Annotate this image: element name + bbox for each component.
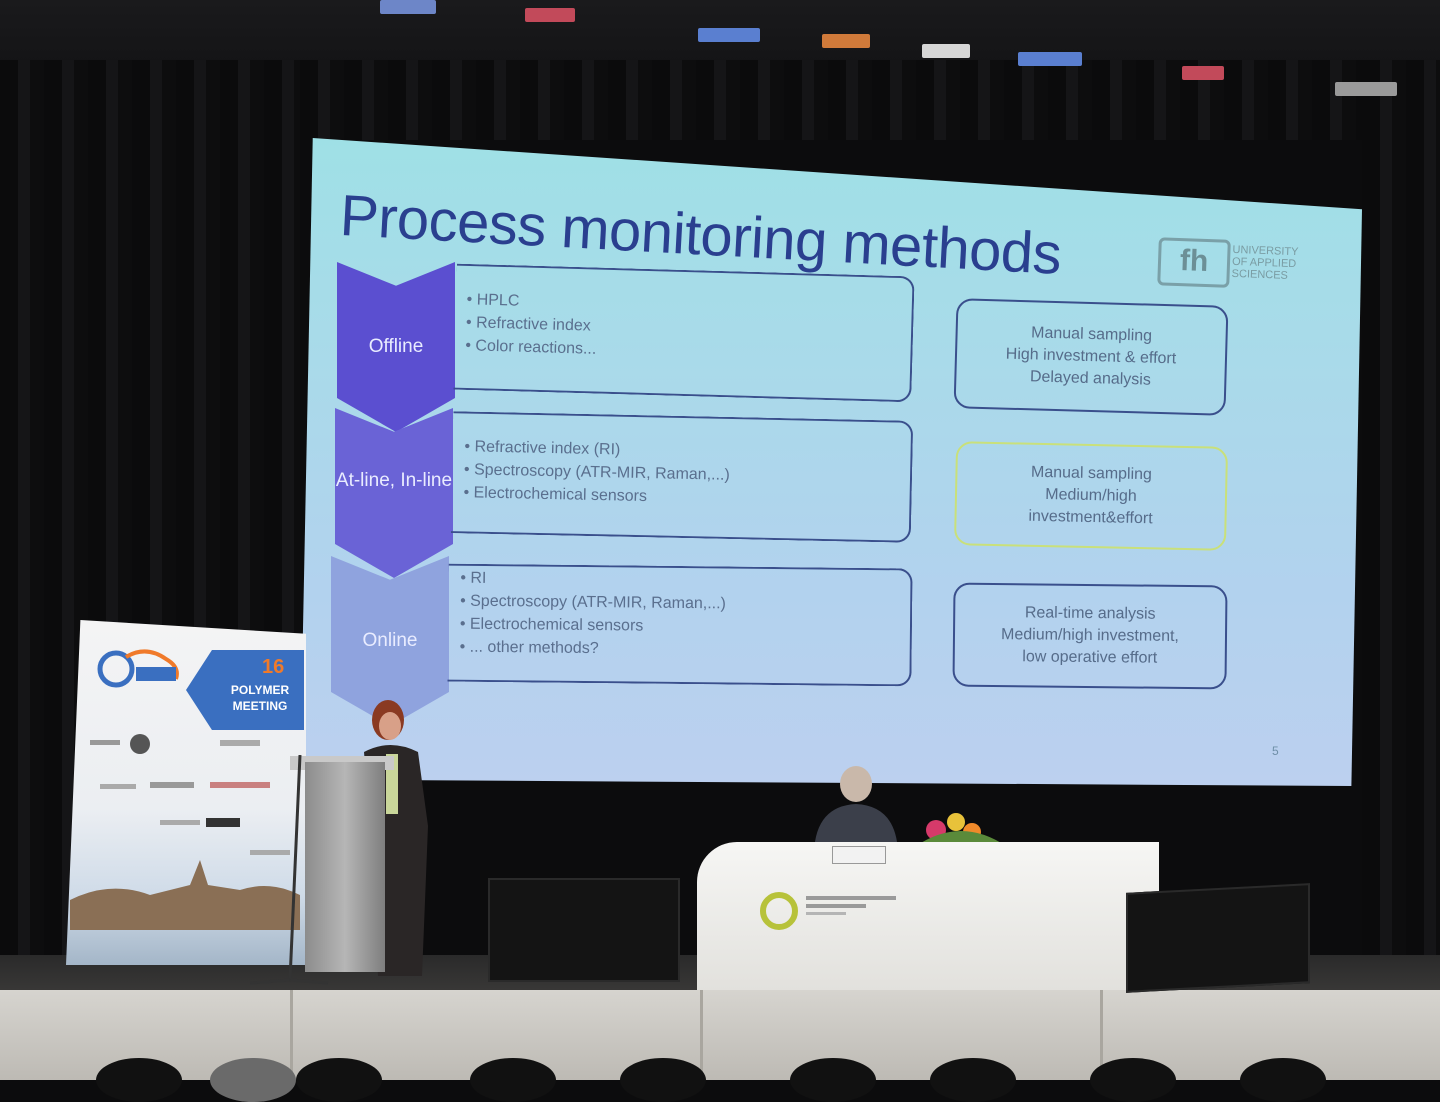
stage-light bbox=[698, 28, 760, 42]
chevron-label: Online bbox=[362, 630, 418, 651]
method-item: Electrochemical sensors bbox=[460, 613, 726, 639]
sponsor-logos bbox=[70, 734, 300, 930]
microphone-stand bbox=[250, 755, 329, 985]
name-card bbox=[832, 846, 886, 864]
stage-monitor bbox=[1126, 883, 1310, 993]
method-item: Color reactions... bbox=[465, 334, 597, 361]
method-item: RI bbox=[460, 567, 726, 593]
stage-light bbox=[1018, 52, 1082, 66]
method-item: Spectroscopy (ATR-MIR, Raman,...) bbox=[460, 590, 726, 616]
summary-line: Delayed analysis bbox=[1029, 368, 1152, 389]
chevron-at-line bbox=[335, 408, 453, 578]
audience-seat bbox=[296, 1058, 382, 1102]
stage-panel-seam bbox=[290, 990, 293, 1080]
summary-line: investment&effort bbox=[1028, 507, 1153, 528]
stage-light bbox=[1335, 82, 1397, 96]
stage-panel-seam bbox=[1100, 990, 1103, 1080]
chevron-label: At-line, In-line bbox=[335, 470, 453, 491]
summary-line: Medium/high bbox=[1045, 486, 1137, 505]
summary-line: low operative effort bbox=[1022, 648, 1158, 667]
curtain-right bbox=[1362, 60, 1440, 960]
audience-seat bbox=[1240, 1058, 1326, 1102]
conference-logo-icon bbox=[97, 649, 179, 688]
slide-page-number: 5 bbox=[1272, 744, 1279, 758]
methods-list: Refractive index (RI) Spectroscopy (ATR-… bbox=[463, 435, 730, 510]
banner-title-line: POLYMER bbox=[230, 683, 290, 697]
podium bbox=[305, 762, 385, 972]
audience-seat bbox=[620, 1058, 706, 1102]
venue-logo-icon bbox=[760, 892, 798, 930]
methods-list: HPLC Refractive index Color reactions... bbox=[465, 288, 598, 361]
methods-list: RI Spectroscopy (ATR-MIR, Raman,...) Ele… bbox=[460, 567, 727, 662]
stage-light bbox=[1182, 66, 1224, 80]
summary-line: Manual sampling bbox=[1030, 463, 1153, 484]
summary-box: Manual sampling Medium/high investment&e… bbox=[953, 441, 1229, 551]
audience-seat bbox=[96, 1058, 182, 1102]
method-item: ... other methods? bbox=[460, 636, 726, 662]
stage-panel-seam bbox=[700, 990, 703, 1080]
stage-light bbox=[380, 0, 436, 14]
audience-seat bbox=[470, 1058, 556, 1102]
summary-box: Manual sampling High investment & effort… bbox=[953, 298, 1229, 416]
summary-line: Medium/high investment, bbox=[1000, 626, 1180, 645]
logo-mark: fh bbox=[1157, 237, 1231, 288]
stage-light bbox=[822, 34, 870, 48]
chevron-label: Offline bbox=[368, 336, 424, 357]
stage-light bbox=[922, 44, 970, 58]
banner-arrow: 16 POLYMER MEETING bbox=[186, 650, 304, 730]
chevron-offline bbox=[337, 262, 455, 432]
chevron-online bbox=[331, 556, 449, 726]
university-logo: fh UNIVERSITY OF APPLIED SCIENCES bbox=[1157, 237, 1314, 290]
banner-number: 16 bbox=[262, 656, 285, 678]
stage-monitor bbox=[488, 878, 680, 982]
moderator-person bbox=[814, 766, 898, 852]
banner-title-line: MEETING bbox=[232, 699, 288, 713]
audience-seat bbox=[930, 1058, 1016, 1102]
banner-title: POLYMER MEETING bbox=[220, 682, 300, 714]
audience-head bbox=[210, 1058, 296, 1102]
audience-seat bbox=[790, 1058, 876, 1102]
stage-light bbox=[525, 8, 575, 22]
stage-front bbox=[0, 990, 1440, 1080]
logo-subtext: UNIVERSITY OF APPLIED SCIENCES bbox=[1231, 243, 1299, 282]
venue-logo-text bbox=[806, 896, 896, 915]
audience-seat bbox=[1090, 1058, 1176, 1102]
summary-box: Real-time analysis Medium/high investmen… bbox=[952, 582, 1228, 690]
summary-line: Real-time analysis bbox=[1024, 604, 1156, 623]
